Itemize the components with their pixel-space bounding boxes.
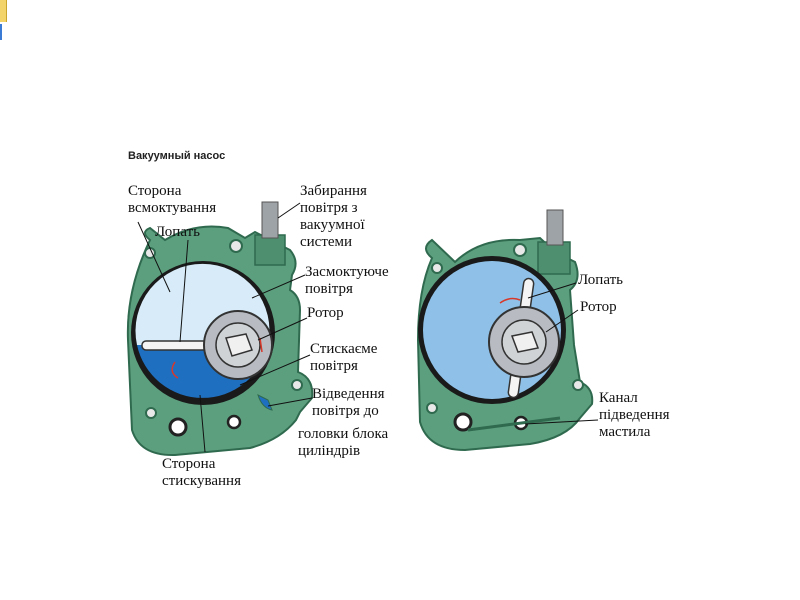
right-bolt-hole-5 (572, 379, 584, 391)
right-rotation-arrow (499, 297, 521, 304)
right-intake-pipe-base (537, 241, 571, 275)
label-right-rotor: Ротор (580, 299, 617, 315)
label-suction-side: Сторона всмоктування (128, 183, 216, 217)
left-pump (126, 201, 314, 457)
right-bolt-hole-2 (426, 402, 438, 414)
leader-compressed-air (239, 354, 311, 386)
leader-sucked-air (251, 274, 306, 299)
label-suction-side-line-1: Сторона (128, 183, 182, 199)
right-bolt-hole-1 (513, 243, 527, 257)
label-suction-side-line-2: всмоктування (128, 200, 217, 216)
leader-right-vane (527, 282, 577, 299)
label-oil-channel-line-3: мастила (599, 424, 651, 440)
leader-suction-side (137, 221, 171, 293)
left-bolt-hole-4 (226, 414, 242, 430)
label-sucked-air-line-2: повітря (305, 281, 353, 297)
right-bolt-hole-6 (431, 262, 443, 274)
label-oil-channel: Канал підведення мастила (599, 390, 670, 441)
leader-intake (277, 202, 301, 219)
app-corner-icon (0, 0, 7, 40)
label-sucked-air: Засмоктуюче повітря (305, 264, 389, 298)
label-outlet-line-2: повітря до (312, 403, 379, 419)
right-oil-channel (467, 416, 561, 432)
label-outlet-line-a: Відведення повітря до (312, 386, 385, 420)
diagram-title: Вакуумный насос (128, 150, 226, 162)
label-outlet-line-4: циліндрів (298, 443, 361, 459)
label-compression-side: Сторона стискування (162, 456, 241, 490)
left-bolt-hole-2 (145, 407, 157, 419)
label-oil-channel-line-2: підведення (599, 407, 670, 423)
left-rotation-arrow-1 (171, 361, 179, 379)
label-right-vane: Лопать (578, 272, 623, 288)
left-intake-pipe-base (254, 234, 286, 266)
leader-left-vane (179, 239, 189, 343)
right-intake-pipe (546, 209, 564, 246)
label-outlet-line-1: Відведення (312, 386, 385, 402)
left-intake-pipe (261, 201, 279, 239)
label-intake-line-3: вакуумної (300, 217, 365, 233)
label-left-rotor: Ротор (307, 305, 344, 321)
label-left-vane: Лопать (155, 224, 200, 240)
label-outlet-line-3: головки блока (298, 426, 389, 442)
left-bolt-hole-3 (168, 417, 188, 437)
leader-oil-channel (524, 419, 599, 425)
label-intake: Забирання повітря з вакуумної системи (300, 183, 367, 251)
label-outlet-line-b: головки блока циліндрів (298, 426, 388, 460)
leader-compression-side (199, 394, 206, 453)
leader-left-rotor (257, 317, 308, 341)
label-intake-line-4: системи (300, 234, 353, 250)
left-rotation-arrow-2 (259, 337, 263, 353)
left-bolt-hole-5 (291, 379, 303, 391)
right-rotor-hub (510, 331, 540, 353)
leader-right-rotor (545, 309, 579, 333)
label-oil-channel-line-1: Канал (599, 390, 638, 406)
corner-accent-line (0, 24, 2, 40)
label-compressed-air-line-2: повітря (310, 358, 358, 374)
label-sucked-air-line-1: Засмоктуюче (305, 264, 389, 280)
leader-lines (137, 202, 599, 453)
label-compressed-air: Стискаєме повітря (310, 341, 377, 375)
label-compressed-air-line-1: Стискаєме (310, 341, 378, 357)
left-bolt-hole-1 (229, 239, 243, 253)
right-bolt-hole-3 (453, 412, 473, 432)
label-compression-side-line-1: Сторона (162, 456, 216, 472)
left-rotor-hub (225, 333, 253, 357)
label-compression-side-line-2: стискування (162, 473, 241, 489)
leader-outlet (267, 397, 313, 407)
label-intake-line-2: повітря з (300, 200, 358, 216)
label-intake-line-1: Забирання (300, 183, 367, 199)
right-pump (416, 209, 594, 452)
